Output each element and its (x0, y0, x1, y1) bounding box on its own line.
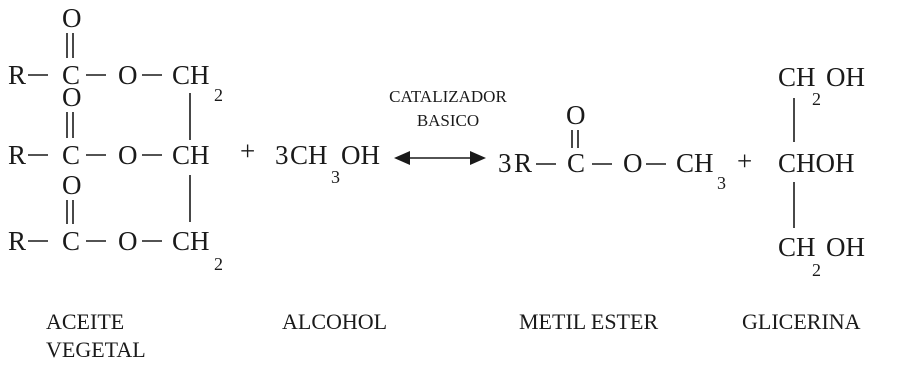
glycerol-subscript-2-bottom: 2 (812, 260, 821, 280)
catalyst-label-line1: CATALIZADOR (389, 87, 507, 106)
methanol-subscript-3: 3 (331, 167, 340, 187)
arrow-head-right (470, 151, 486, 165)
r-group-2: R (8, 140, 26, 170)
ester-oxygen-2: O (118, 140, 138, 170)
ester-carbonyl-oxygen: O (566, 100, 586, 130)
glycerol-oh-bottom: OH (826, 232, 865, 262)
catalyst-label-line2: BASICO (417, 111, 479, 130)
carbonyl-oxygen-3: O (62, 170, 82, 200)
ch-group-middle: CH (172, 140, 210, 170)
ester-oxygen: O (623, 148, 643, 178)
ester-carbon-2: C (62, 140, 80, 170)
ester-r-group: R (514, 148, 532, 178)
methanol-oh: OH (341, 140, 380, 170)
plus-sign-1: + (240, 136, 255, 166)
subscript-2-top: 2 (214, 85, 223, 105)
label-vegetable-oil-line1: ACEITE (46, 309, 124, 334)
carbonyl-oxygen-1: O (62, 3, 82, 33)
methanol-coefficient: 3 (275, 140, 289, 170)
carbonyl-oxygen-2: O (62, 82, 82, 112)
ester-ch: CH (676, 148, 714, 178)
ester-double-bond (571, 130, 579, 148)
label-methyl-ester: METIL ESTER (519, 309, 658, 334)
glycerol-ch-top: CH (778, 62, 816, 92)
arrow-head-left (394, 151, 410, 165)
double-bond-2 (66, 112, 74, 138)
label-vegetable-oil-line2: VEGETAL (46, 337, 146, 362)
ester-carbon-3: C (62, 226, 80, 256)
label-alcohol: ALCOHOL (282, 309, 387, 334)
double-bond-1 (66, 33, 74, 58)
double-bond-3 (66, 200, 74, 224)
r-group-3: R (8, 226, 26, 256)
glycerol-oh-top: OH (826, 62, 865, 92)
ester-carbon-1: C (62, 60, 80, 90)
glycerol-subscript-2-top: 2 (812, 89, 821, 109)
ester-oxygen-1: O (118, 60, 138, 90)
ester-coefficient: 3 (498, 148, 512, 178)
methanol-ch: CH (290, 140, 328, 170)
glycerol-ch-bottom: CH (778, 232, 816, 262)
glycerol-chohh-middle: CHOH (778, 148, 855, 178)
subscript-2-bottom: 2 (214, 254, 223, 274)
ester-carbon: C (567, 148, 585, 178)
ester-oxygen-3: O (118, 226, 138, 256)
plus-sign-2: + (737, 146, 752, 176)
ch2-group-bottom: CH (172, 226, 210, 256)
r-group-1: R (8, 60, 26, 90)
label-glycerin: GLICERINA (742, 309, 861, 334)
ch2-group-top: CH (172, 60, 210, 90)
ester-subscript-3: 3 (717, 173, 726, 193)
